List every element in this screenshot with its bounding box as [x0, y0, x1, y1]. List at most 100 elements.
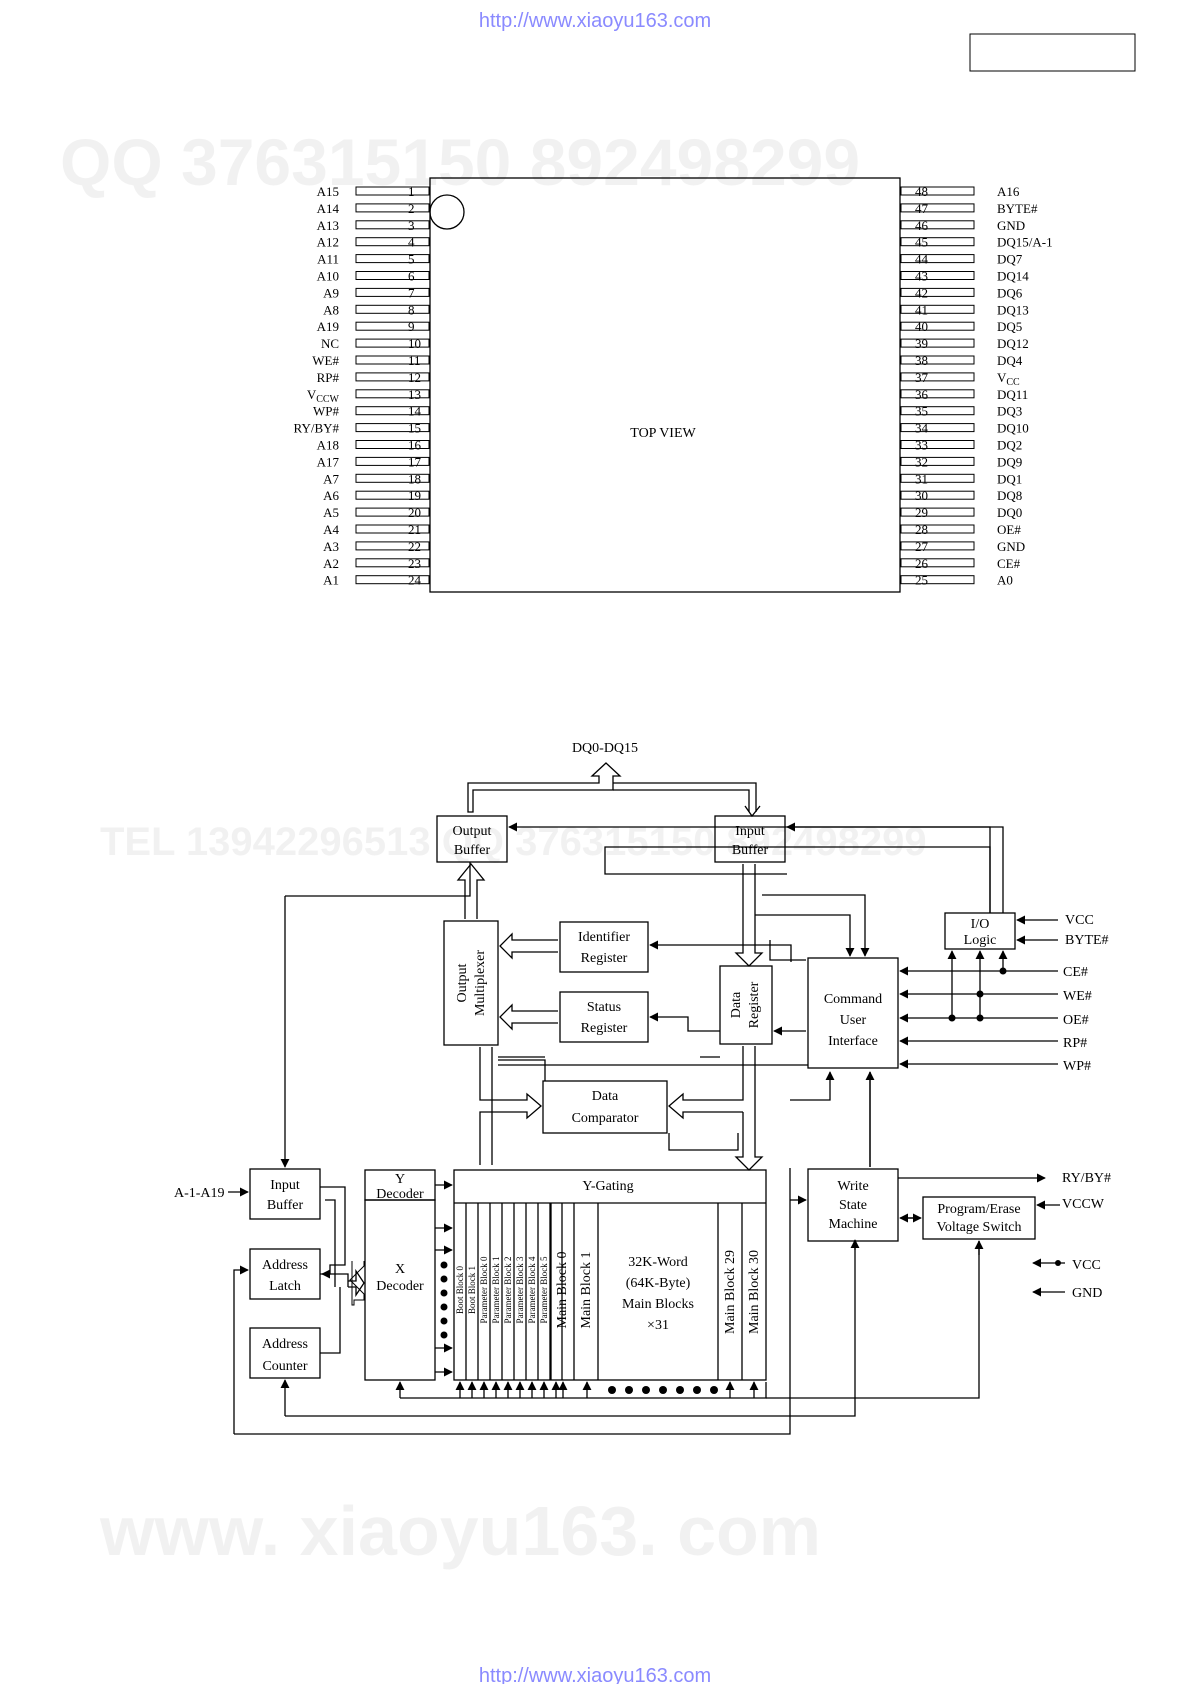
left-pin-number: 15 [408, 421, 421, 436]
right-pin-lead [900, 456, 975, 466]
left-pin-lead [355, 271, 430, 280]
left-pin-label: WP# [313, 404, 340, 419]
main-blocks-line1: 32K-Word [628, 1255, 688, 1270]
left-pin-lead [355, 355, 430, 365]
left-pin-lead [355, 203, 430, 213]
address-latch-line1: Address [262, 1258, 308, 1273]
left-pin-number: 12 [408, 370, 421, 385]
page-number-box [969, 33, 1136, 72]
left-pin-label: A4 [323, 522, 339, 537]
x-decoder-block [364, 1199, 436, 1381]
footer-url[interactable]: http://www.xiaoyu163.com [479, 1665, 711, 1684]
left-pin-label: RP# [317, 370, 340, 385]
gnd-label: GND [1072, 1286, 1102, 1301]
right-pin-number: 27 [915, 539, 929, 554]
io-logic-line2: Logic [964, 933, 997, 948]
data-register-line2: Register [747, 981, 762, 1028]
xdec-dot [440, 1275, 448, 1283]
header-url[interactable]: http://www.xiaoyu163.com [479, 10, 711, 32]
left-pin-lead [355, 423, 430, 433]
left-pin-label: A5 [323, 505, 339, 520]
identifier-register-line1: Identifier [578, 930, 630, 945]
right-pin-lead [900, 321, 975, 331]
right-pin-number: 28 [915, 522, 928, 537]
output-multiplexer-line1: Output [455, 963, 470, 1002]
rybusy-label: RY/BY# [1062, 1171, 1111, 1186]
left-pin-number: 9 [408, 319, 415, 334]
right-pin-lead [900, 507, 975, 517]
address-counter-line1: Address [262, 1337, 308, 1352]
right-pin-number: 45 [915, 235, 928, 250]
left-pin-number: 11 [408, 353, 421, 368]
left-pin-label: A14 [317, 201, 340, 216]
left-pin-number: 2 [408, 201, 415, 216]
top-view-label: TOP VIEW [630, 426, 696, 441]
right-pin-number: 41 [915, 302, 928, 317]
array-bottom-dot [608, 1386, 616, 1394]
right-pin-lead [900, 440, 975, 449]
right-pin-label: DQ9 [997, 454, 1022, 469]
output-multiplexer-block [443, 920, 499, 1046]
right-pin-label: DQ8 [997, 488, 1022, 503]
watermark-qq: QQ 376315150 892498299 [60, 125, 860, 199]
small-block-label: Parameter Block 4 [527, 1256, 537, 1323]
left-pin-lead [355, 558, 430, 568]
left-pin-lead [355, 541, 430, 551]
right-pin-lead [900, 372, 975, 382]
main-block-30-label: Main Block 30 [747, 1250, 762, 1334]
left-pin-label: A17 [317, 454, 340, 469]
array-bottom-dot [710, 1386, 718, 1394]
array-bottom-dot [676, 1386, 684, 1394]
right-pin-label: DQ2 [997, 438, 1022, 453]
cui-line2: User [840, 1013, 867, 1028]
vcc-top-label: VCC [1065, 913, 1094, 928]
right-pin-number: 48 [915, 184, 928, 199]
right-pin-lead [900, 406, 975, 416]
left-pin-number: 13 [408, 387, 421, 402]
right-pin-label: DQ4 [997, 353, 1023, 368]
status-register-line2: Register [581, 1021, 628, 1036]
right-pin-lead [900, 473, 975, 483]
status-register-line1: Status [587, 1000, 621, 1015]
right-pin-number: 44 [915, 252, 929, 267]
left-pin-lead [355, 321, 430, 331]
ce-label: CE# [1063, 965, 1088, 980]
left-pin-number: 14 [408, 404, 422, 419]
cui-line3: Interface [828, 1034, 878, 1049]
left-pin-lead [355, 440, 430, 449]
wp-label: WP# [1063, 1059, 1091, 1074]
left-pin-number: 7 [408, 285, 415, 300]
right-pin-lead [900, 558, 975, 568]
left-pin-label: A13 [317, 218, 339, 233]
left-pin-number: 21 [408, 522, 421, 537]
right-pin-lead [900, 220, 975, 230]
left-pin-lead [355, 389, 430, 399]
small-block-label: Parameter Block 5 [539, 1256, 549, 1323]
right-pin-label: DQ3 [997, 404, 1022, 419]
dq-bus-arrow [467, 762, 622, 813]
vccw-label: VCCW [1062, 1197, 1105, 1212]
io-logic-line1: I/O [971, 917, 990, 932]
left-pin-number: 20 [408, 505, 421, 520]
main-blocks-line3: Main Blocks [622, 1297, 694, 1312]
left-pin-lead [355, 507, 430, 517]
right-pin-lead [900, 575, 975, 585]
right-pin-number: 34 [915, 421, 929, 436]
left-pin-lead [355, 575, 430, 585]
right-pin-number: 47 [915, 201, 929, 216]
input-buffer-left-line1: Input [270, 1178, 300, 1193]
data-register-block [719, 965, 773, 1045]
right-pin-label: OE# [997, 522, 1021, 537]
right-pin-label: DQ0 [997, 505, 1022, 520]
right-pin-number: 40 [915, 319, 928, 334]
left-pin-label: A1 [323, 573, 339, 588]
right-pin-label: DQ1 [997, 471, 1022, 486]
left-pin-label: A3 [323, 539, 339, 554]
left-pin-lead [355, 372, 430, 382]
right-pin-number: 37 [915, 370, 929, 385]
right-pin-label: DQ5 [997, 319, 1022, 334]
right-pin-number: 32 [915, 454, 928, 469]
right-pin-label: GND [997, 539, 1025, 554]
input-buffer-left-line2: Buffer [267, 1198, 304, 1213]
right-pin-number: 46 [915, 218, 929, 233]
